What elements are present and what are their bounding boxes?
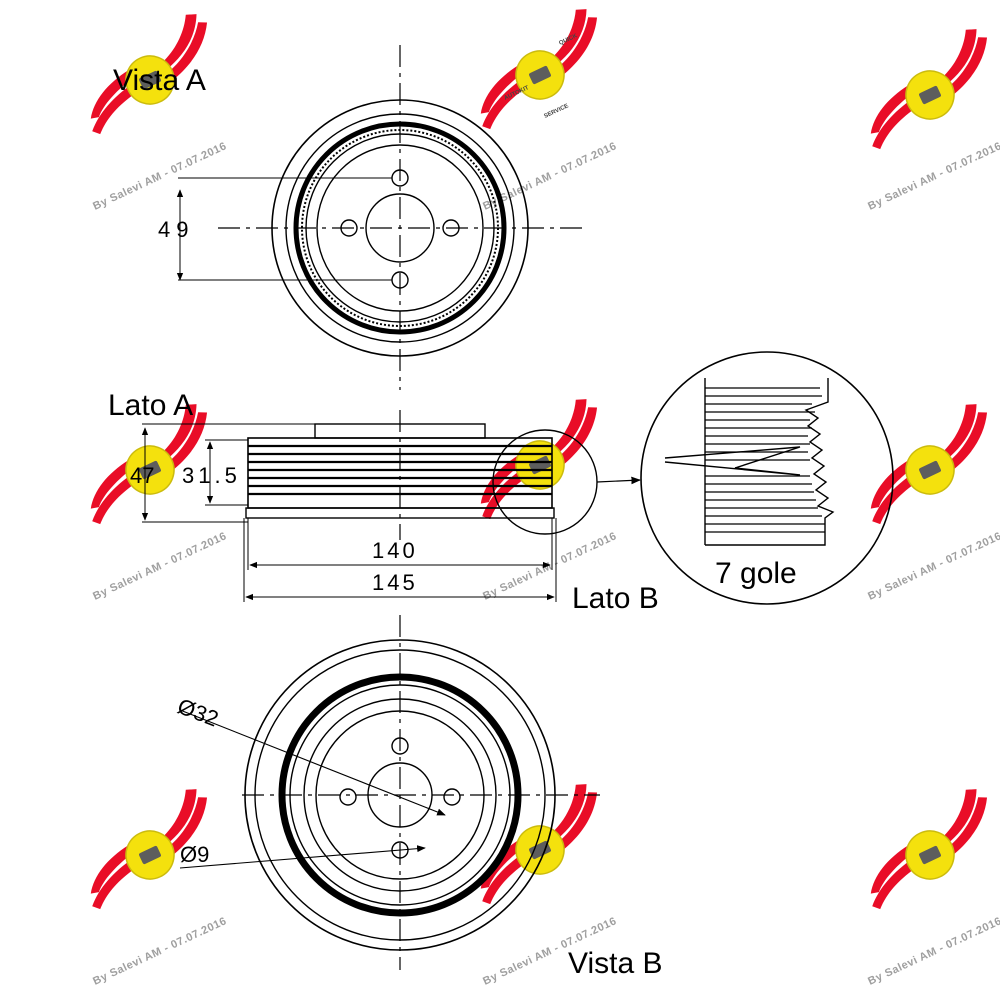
watermark-logo-3 <box>453 392 622 523</box>
watermark-text-9: By Salevi AM - 07.07.2016 <box>866 915 1000 988</box>
pulley-grooves <box>248 444 552 496</box>
view-b-bolt-hole-top <box>391 737 409 755</box>
watermark-text-1: By Salevi AM - 07.07.2016 <box>91 140 228 213</box>
watermark-logo-8 <box>843 397 1000 528</box>
dimension-total-width: 47 <box>130 463 154 488</box>
groove-detail-drawing <box>640 351 894 605</box>
label-view-b: Vista B <box>568 947 663 980</box>
watermark-text-3: By Salevi AM - 07.07.2016 <box>91 530 228 603</box>
dimension-hole-diameter: Ø9 <box>180 842 209 867</box>
watermark-logo-bottom-text: SERVICE <box>543 103 569 120</box>
dimension-hub-diameter: Ø32 <box>174 693 222 731</box>
side-view-drawing <box>141 410 641 602</box>
view-a-bolt-hole-left <box>340 219 358 237</box>
view-b-bolt-hole-bottom <box>391 841 409 859</box>
watermark-logo-7 <box>843 22 1000 153</box>
dimension-bolt-circle: 49 <box>158 217 194 242</box>
watermark-logo-9 <box>843 782 1000 913</box>
watermark-text-5: By Salevi AM - 07.07.2016 <box>91 915 228 988</box>
dimension-outer-diameter: 145 <box>372 570 418 595</box>
watermark-layer: By Salevi AM - 07.07.2016 By Salevi AM -… <box>63 2 1000 988</box>
view-a-bolt-hole-right <box>442 219 460 237</box>
label-view-a: Vista A <box>113 64 206 97</box>
label-grooves: 7 gole <box>715 557 797 590</box>
label-side-b: Lato B <box>572 582 659 615</box>
view-b-drawing <box>179 615 600 970</box>
watermark-text-7: By Salevi AM - 07.07.2016 <box>866 140 1000 213</box>
dimension-inner-diameter: 140 <box>372 538 418 563</box>
watermark-logo-1 <box>453 2 622 133</box>
label-side-a: Lato A <box>108 389 193 422</box>
dimension-groove-width: 31.5 <box>182 463 241 488</box>
watermark-text-8: By Salevi AM - 07.07.2016 <box>866 530 1000 603</box>
view-b-bolt-hole-left <box>339 788 357 806</box>
view-a-drawing <box>176 45 585 390</box>
view-b-bolt-hole-right <box>443 788 461 806</box>
